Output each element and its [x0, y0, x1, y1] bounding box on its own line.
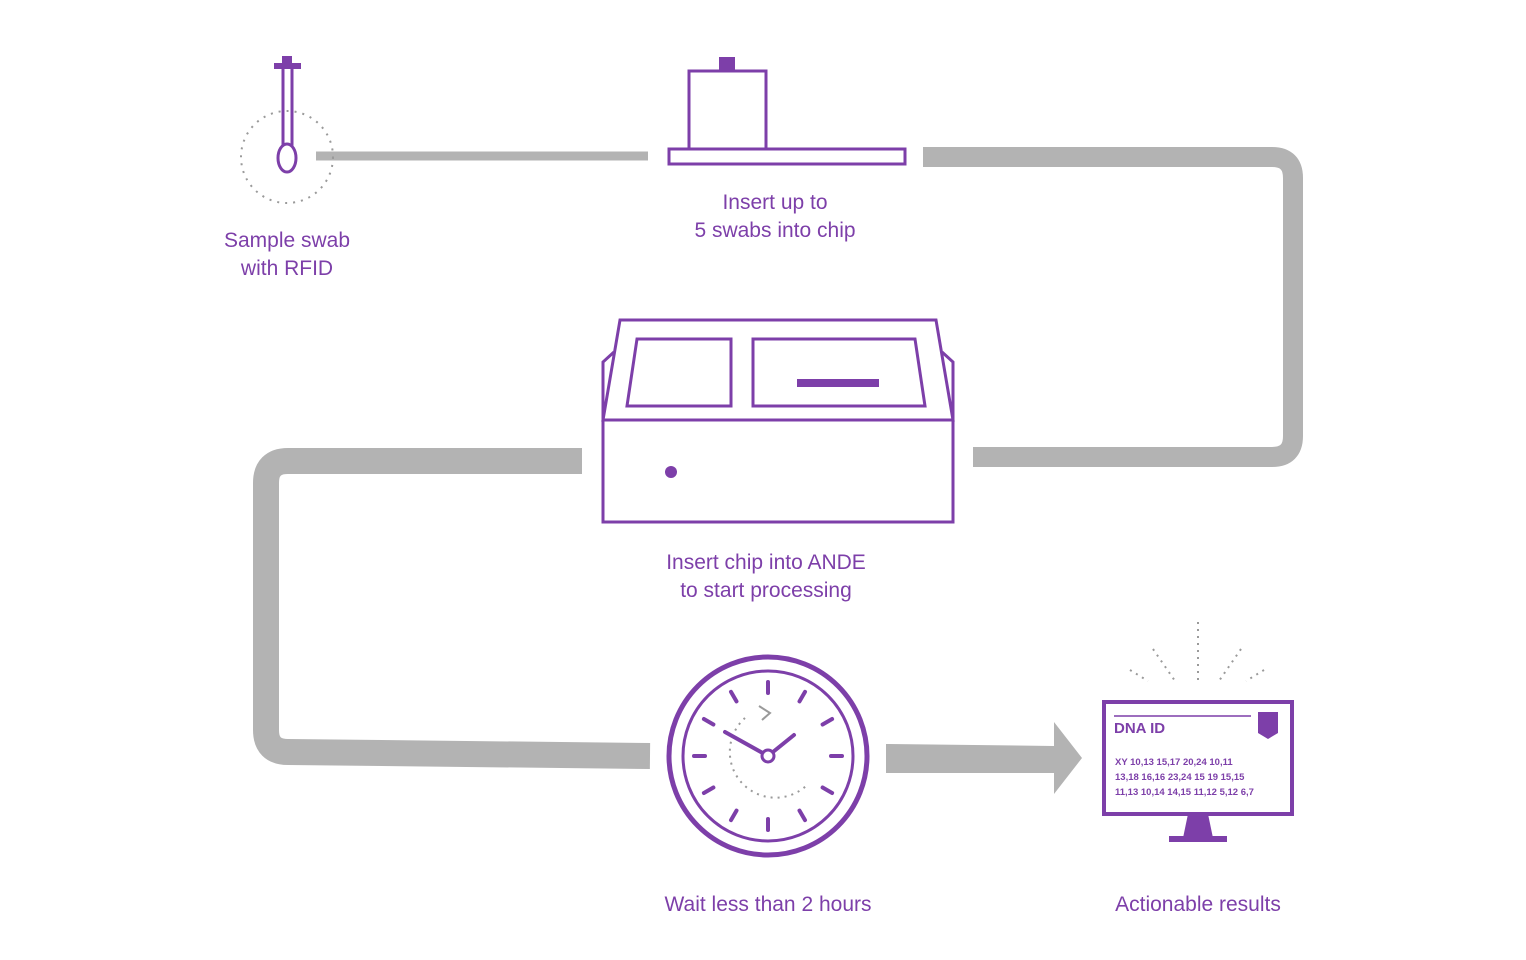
clock-tick	[729, 808, 739, 823]
instrument-lid-window-right	[751, 337, 927, 408]
clock-tick	[797, 808, 807, 823]
clock-progress-arrow	[758, 705, 772, 721]
chip-slot	[797, 379, 879, 387]
monitor-allele-row: 11,13 10,14 14,15 11,12 5,12 6,7	[1115, 787, 1254, 798]
chip-label-line2: 5 swabs into chip	[694, 219, 856, 242]
results-label-line1: Actionable results	[1115, 893, 1281, 916]
clock-tick	[797, 689, 807, 704]
clock-progress-arc	[728, 717, 807, 799]
instrument-label-line2: to start processing	[680, 579, 852, 602]
clock-tick	[701, 785, 716, 795]
monitor-allele-row: 13,18 16,16 23,24 15 19 15,15	[1115, 772, 1245, 783]
instrument-label: Insert chip into ANDE to start processin…	[616, 549, 916, 605]
wait-label-line1: Wait less than 2 hours	[664, 893, 872, 916]
swab-label-line2: with RFID	[240, 257, 334, 280]
monitor-icon: DNA ID XY 10,13 15,17 20,24 10,11 13,18 1…	[1102, 622, 1294, 842]
flow-connectors	[253, 147, 1303, 794]
results-label: Actionable results	[1078, 891, 1318, 919]
wait-label: Wait less than 2 hours	[618, 891, 918, 919]
clock-tick	[701, 717, 716, 727]
swab-label: Sample swab with RFID	[187, 227, 387, 283]
swab-icon	[240, 56, 334, 204]
connector-instrument-to-clock	[253, 448, 651, 769]
instrument-label-line1: Insert chip into ANDE	[666, 551, 866, 574]
instrument-lid-window-left	[625, 337, 733, 408]
power-indicator	[665, 466, 677, 478]
monitor-title: DNA ID	[1114, 720, 1165, 737]
clock-tick	[820, 785, 835, 795]
connector-chip-to-instrument	[923, 147, 1303, 467]
chip-icon	[667, 57, 907, 166]
chip-label-line1: Insert up to	[722, 191, 828, 214]
instrument-icon	[601, 318, 955, 524]
clock-tick	[729, 689, 739, 704]
clock-icon	[666, 654, 870, 858]
swab-label-line1: Sample swab	[223, 229, 351, 252]
monitor-allele-table: XY 10,13 15,17 20,24 10,11 13,18 16,16 23…	[1115, 757, 1254, 798]
monitor-allele-row: XY 10,13 15,17 20,24 10,11	[1115, 757, 1233, 768]
chip-label: Insert up to 5 swabs into chip	[645, 189, 905, 245]
signal-rays	[1129, 622, 1265, 682]
connector-clock-to-results	[886, 722, 1082, 794]
clock-tick	[820, 717, 835, 727]
